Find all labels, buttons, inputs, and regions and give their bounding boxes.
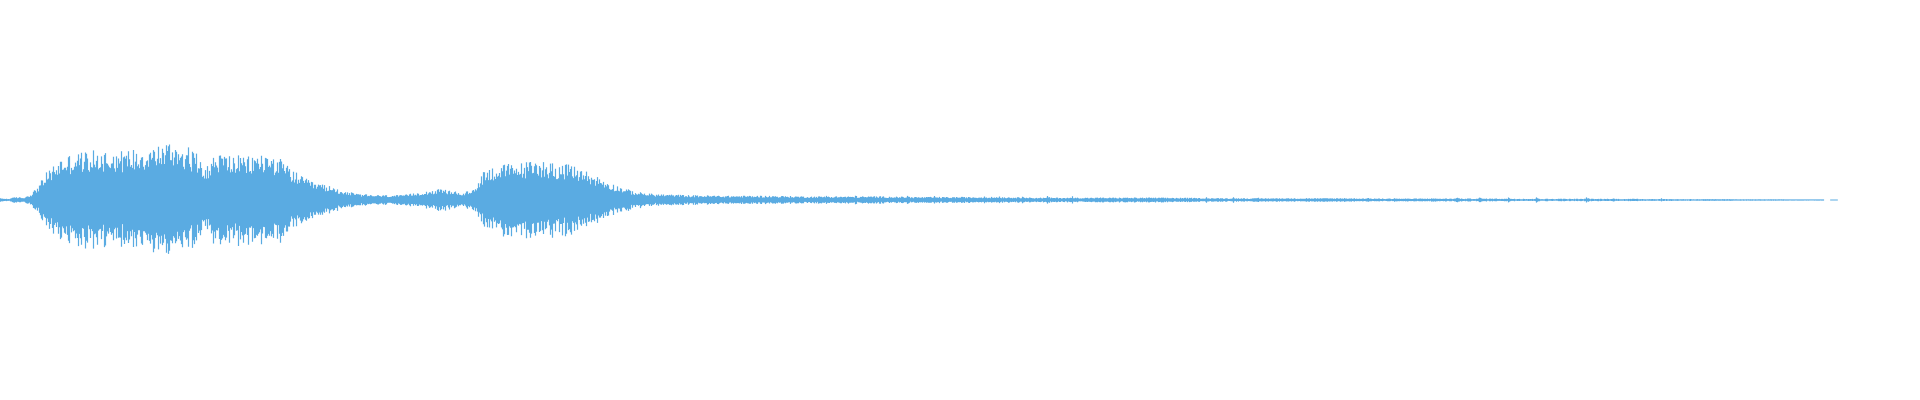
waveform-signal: [0, 144, 1825, 254]
